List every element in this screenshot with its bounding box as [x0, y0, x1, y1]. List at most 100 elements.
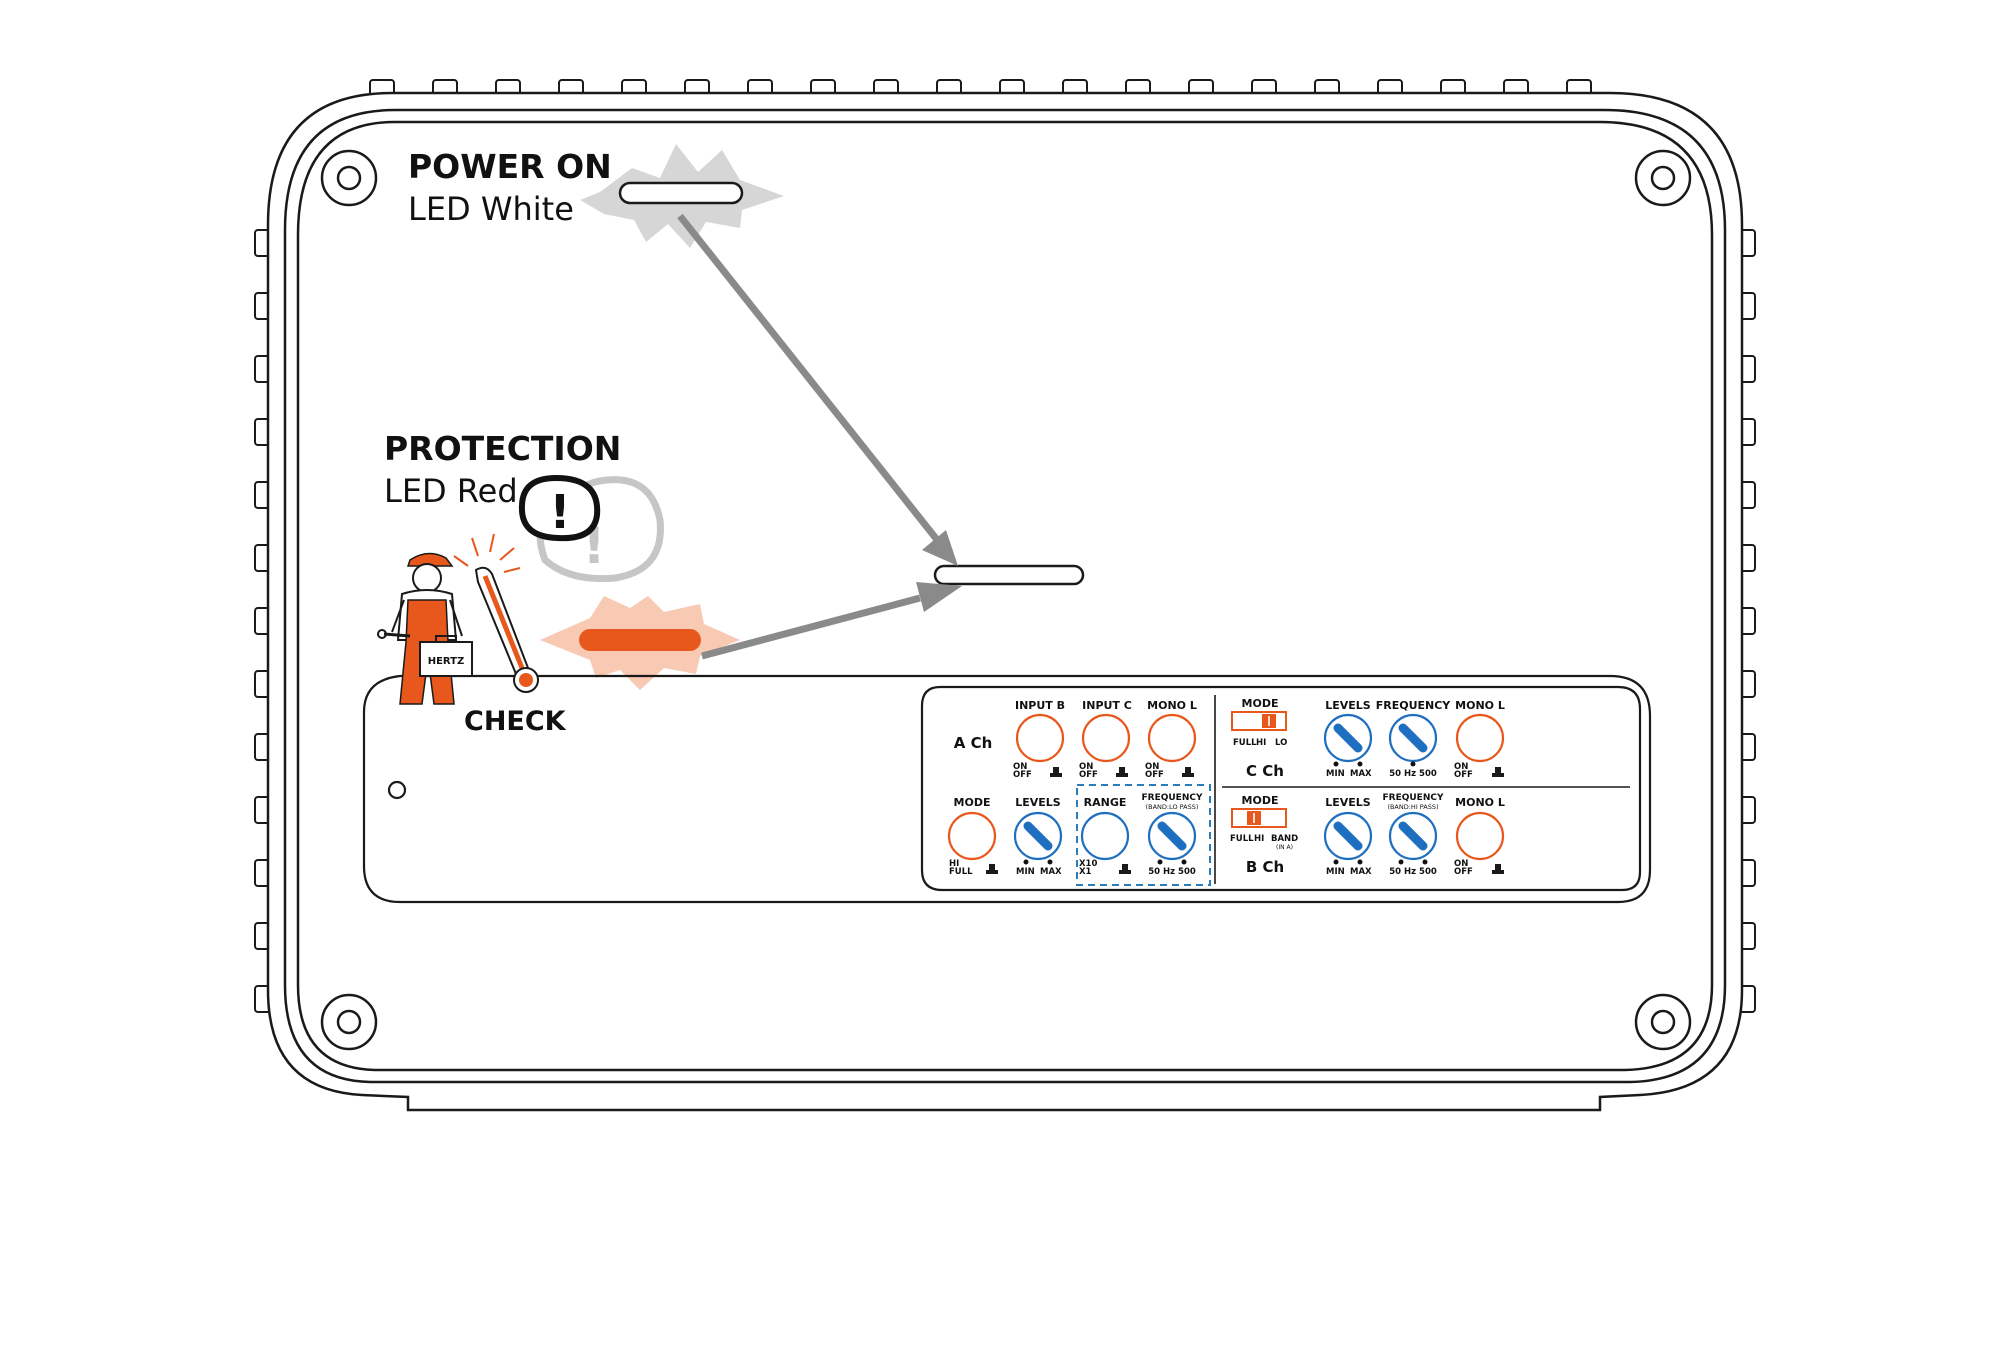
mono-l-a-on: ON	[1145, 762, 1159, 772]
range-x10: X10	[1079, 859, 1097, 869]
front-led-slot	[933, 564, 1085, 586]
warning-icon	[518, 474, 601, 542]
mono-l-c-header: MONO L	[1455, 699, 1505, 712]
mode-c-header: MODE	[1242, 697, 1279, 710]
levels-a-max: MAX	[1040, 867, 1062, 877]
technician-illustration: HERTZ	[377, 552, 473, 705]
mono-l-b-off: OFF	[1454, 867, 1473, 877]
mono-l-c-knob[interactable]	[1455, 713, 1505, 763]
frequency-b-range: 50 Hz 500	[1389, 867, 1437, 877]
toggle-icon	[1182, 767, 1194, 777]
screw-bottom-right	[1634, 993, 1692, 1051]
chassis-face	[296, 120, 1714, 1072]
frequency-a-header: FREQUENCY	[1142, 793, 1203, 803]
toggle-icon	[1492, 767, 1504, 777]
mono-l-c-off: OFF	[1454, 770, 1473, 780]
frequency-c-range: 50 Hz 500	[1389, 769, 1437, 779]
input-b-off: OFF	[1013, 770, 1032, 780]
arrow-protection-to-slot	[701, 582, 962, 660]
screw-top-left	[320, 149, 378, 207]
toggle-icon	[1050, 767, 1062, 777]
input-b-header: INPUT B	[1015, 699, 1065, 712]
toggle-icon	[1119, 864, 1131, 874]
mode-b-full: FULL	[1230, 834, 1254, 844]
band-hi-pass-note: (BAND:HI PASS)	[1387, 803, 1438, 811]
mode-a-full: FULL	[949, 867, 973, 877]
arrow-power-to-slot	[677, 213, 958, 566]
input-b-knob[interactable]	[1015, 713, 1065, 763]
frequency-a-range: 50 Hz 500	[1148, 867, 1196, 877]
mode-a-header: MODE	[954, 796, 991, 809]
mode-b-hi: HI	[1254, 834, 1264, 844]
screw-bottom-left	[320, 993, 378, 1051]
mode-c-switch[interactable]	[1231, 711, 1287, 731]
levels-a-header: LEVELS	[1015, 796, 1061, 809]
channel-c-label: C Ch	[1246, 762, 1284, 780]
toggle-icon	[986, 864, 998, 874]
screw-top-right	[1634, 149, 1692, 207]
mono-l-a-knob[interactable]	[1147, 713, 1197, 763]
power-on-title: POWER ON	[408, 147, 612, 186]
mono-l-b-knob[interactable]	[1455, 811, 1505, 861]
frequency-a-knob[interactable]	[1147, 811, 1197, 865]
thermometer-icon	[453, 533, 539, 693]
channel-b-label: B Ch	[1246, 858, 1284, 876]
mode-c-hi: HI	[1256, 738, 1266, 748]
range-x1: X1	[1079, 867, 1092, 877]
power-on-subtitle: LED White	[408, 190, 574, 228]
chassis-inner	[283, 108, 1727, 1084]
mono-l-c-on: ON	[1454, 762, 1468, 772]
power-led	[618, 181, 744, 205]
frequency-c-knob[interactable]	[1388, 713, 1438, 767]
levels-b-header: LEVELS	[1325, 796, 1371, 809]
protection-led	[579, 629, 701, 651]
protection-subtitle: LED Red	[384, 472, 518, 510]
levels-c-max: MAX	[1350, 769, 1372, 779]
mode-a-hi: HI	[949, 859, 959, 869]
mono-l-b-on: ON	[1454, 859, 1468, 869]
toggle-icon	[1492, 864, 1504, 874]
levels-b-max: MAX	[1350, 867, 1372, 877]
levels-c-header: LEVELS	[1325, 699, 1371, 712]
control-panel-housing	[362, 674, 1652, 904]
mode-c-lo: LO	[1275, 738, 1287, 748]
mode-b-header: MODE	[1242, 794, 1279, 807]
mode-b-in-a: (IN A)	[1276, 844, 1293, 851]
protection-title: PROTECTION	[384, 429, 621, 468]
levels-b-knob[interactable]	[1323, 811, 1373, 865]
range-header: RANGE	[1084, 796, 1127, 809]
frequency-c-header: FREQUENCY	[1376, 699, 1452, 712]
frequency-b-knob[interactable]	[1388, 811, 1438, 865]
mono-l-a-off: OFF	[1145, 770, 1164, 780]
panel-screw-left	[387, 780, 407, 800]
mode-b-band: BAND	[1271, 834, 1298, 844]
levels-a-knob[interactable]	[1013, 811, 1063, 865]
mode-b-switch[interactable]	[1231, 808, 1287, 828]
input-c-off: OFF	[1079, 770, 1098, 780]
mode-c-full: FULL	[1233, 738, 1257, 748]
levels-a-min: MIN	[1016, 867, 1035, 877]
input-c-knob[interactable]	[1081, 713, 1131, 763]
mode-a-knob[interactable]	[947, 811, 997, 861]
mono-l-b-header: MONO L	[1455, 796, 1505, 809]
range-knob[interactable]	[1080, 811, 1130, 861]
toggle-icon	[1116, 767, 1128, 777]
levels-c-min: MIN	[1326, 769, 1345, 779]
input-c-header: INPUT C	[1082, 699, 1132, 712]
levels-c-knob[interactable]	[1323, 713, 1373, 767]
band-lo-pass-note: (BAND:LO PASS)	[1146, 803, 1199, 811]
mono-l-a-header: MONO L	[1147, 699, 1197, 712]
input-c-on: ON	[1079, 762, 1093, 772]
input-b-on: ON	[1013, 762, 1027, 772]
warning-exclaim: !	[550, 485, 571, 539]
frequency-b-header: FREQUENCY	[1383, 793, 1444, 803]
toolbox-brand: HERTZ	[428, 656, 465, 667]
filter-group-box	[1076, 784, 1211, 886]
heatsink-fins	[254, 79, 1756, 1013]
levels-b-min: MIN	[1326, 867, 1345, 877]
channel-a-label: A Ch	[954, 734, 993, 752]
check-label: CHECK	[464, 706, 567, 737]
toggle-symbols	[986, 767, 1504, 874]
